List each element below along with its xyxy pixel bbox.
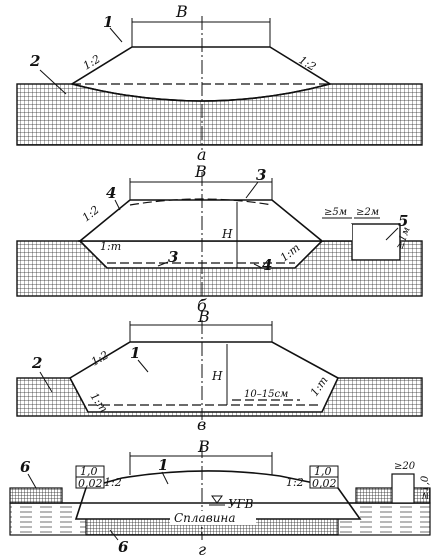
float-hatch-left (9, 487, 63, 504)
width-label: В (194, 162, 207, 181)
leader-6-bottom (109, 529, 119, 541)
step-note: 10–15см (244, 389, 288, 400)
width-label: В (175, 2, 188, 21)
callout-2: 2 (29, 52, 40, 70)
callout-1: 1 (130, 344, 140, 362)
width-label: В (197, 437, 210, 456)
right-box-top: 1,0 (314, 465, 332, 478)
right-width: ≥20 (394, 461, 416, 472)
leader-2 (39, 69, 67, 95)
callout-4-bottom: 4 (262, 256, 272, 274)
leader-2 (39, 371, 53, 393)
height-label: Н (221, 227, 233, 241)
leader-1 (109, 27, 123, 43)
slope-outer: 1:2 (80, 203, 102, 224)
callout-1: 1 (158, 456, 168, 474)
callout-6-bottom: 6 (118, 538, 129, 556)
panel-caption: а (197, 145, 207, 164)
callout-3-top: 3 (256, 166, 266, 184)
left-box-bottom: 0,02 (78, 477, 103, 490)
leader-6-left (27, 473, 37, 489)
callout-2: 2 (31, 354, 42, 372)
berm-1: ≥5м (324, 207, 347, 218)
float-label: Сплавина (174, 511, 235, 525)
panel-a: В 1 2 1:2 1:2 а (16, 2, 423, 164)
callout-5: 5 (398, 212, 408, 230)
leader-1 (161, 471, 169, 485)
water-level-marker (211, 495, 223, 504)
panel-v: В Н 1 2 1:2 1:m 1:m 10–15см в (16, 307, 423, 434)
callout-4-top: 4 (106, 184, 116, 202)
panel-caption: б (197, 296, 207, 315)
leader-1 (137, 359, 149, 373)
callout-1: 1 (103, 13, 113, 31)
berm-2: ≥2м (356, 207, 379, 218)
slope-left-inner: 1:m (100, 240, 121, 253)
width-label: В (197, 307, 210, 326)
height-label: Н (211, 369, 223, 383)
right-ditch (391, 473, 415, 504)
right-box-bottom: 0,02 (312, 477, 337, 490)
reserve-pit (351, 223, 401, 261)
panel-caption: г (198, 540, 206, 559)
panel-caption: в (197, 415, 206, 434)
leader-3-top (245, 181, 259, 199)
panel-g: В 1 6 6 1:2 1:2 1,0 0,02 1,0 0,02 ≥20 ≥1… (9, 437, 431, 559)
right-depth: ≥1,0 (420, 475, 431, 500)
berm (322, 224, 352, 241)
slope-left: 1:2 (104, 476, 122, 489)
embankment-body (68, 341, 340, 413)
left-box-top: 1,0 (80, 465, 98, 478)
leader-5 (385, 227, 399, 241)
callout-6-left: 6 (20, 458, 31, 476)
lens-lower-edge (71, 83, 331, 102)
float-label-bg (170, 511, 256, 525)
embankment-body (77, 199, 325, 242)
leader-4-top (114, 199, 121, 211)
slope-right: 1:2 (286, 476, 304, 489)
panel-b: В Н 3 3 4 4 1:2 1:m 1:m ≥5м ≥2м ≥1м 5 б (16, 162, 423, 315)
callout-3-bottom: 3 (168, 248, 178, 266)
water-level: УГВ (228, 497, 254, 511)
leader-3-bottom (157, 261, 169, 267)
leader-4-bottom (253, 263, 263, 269)
